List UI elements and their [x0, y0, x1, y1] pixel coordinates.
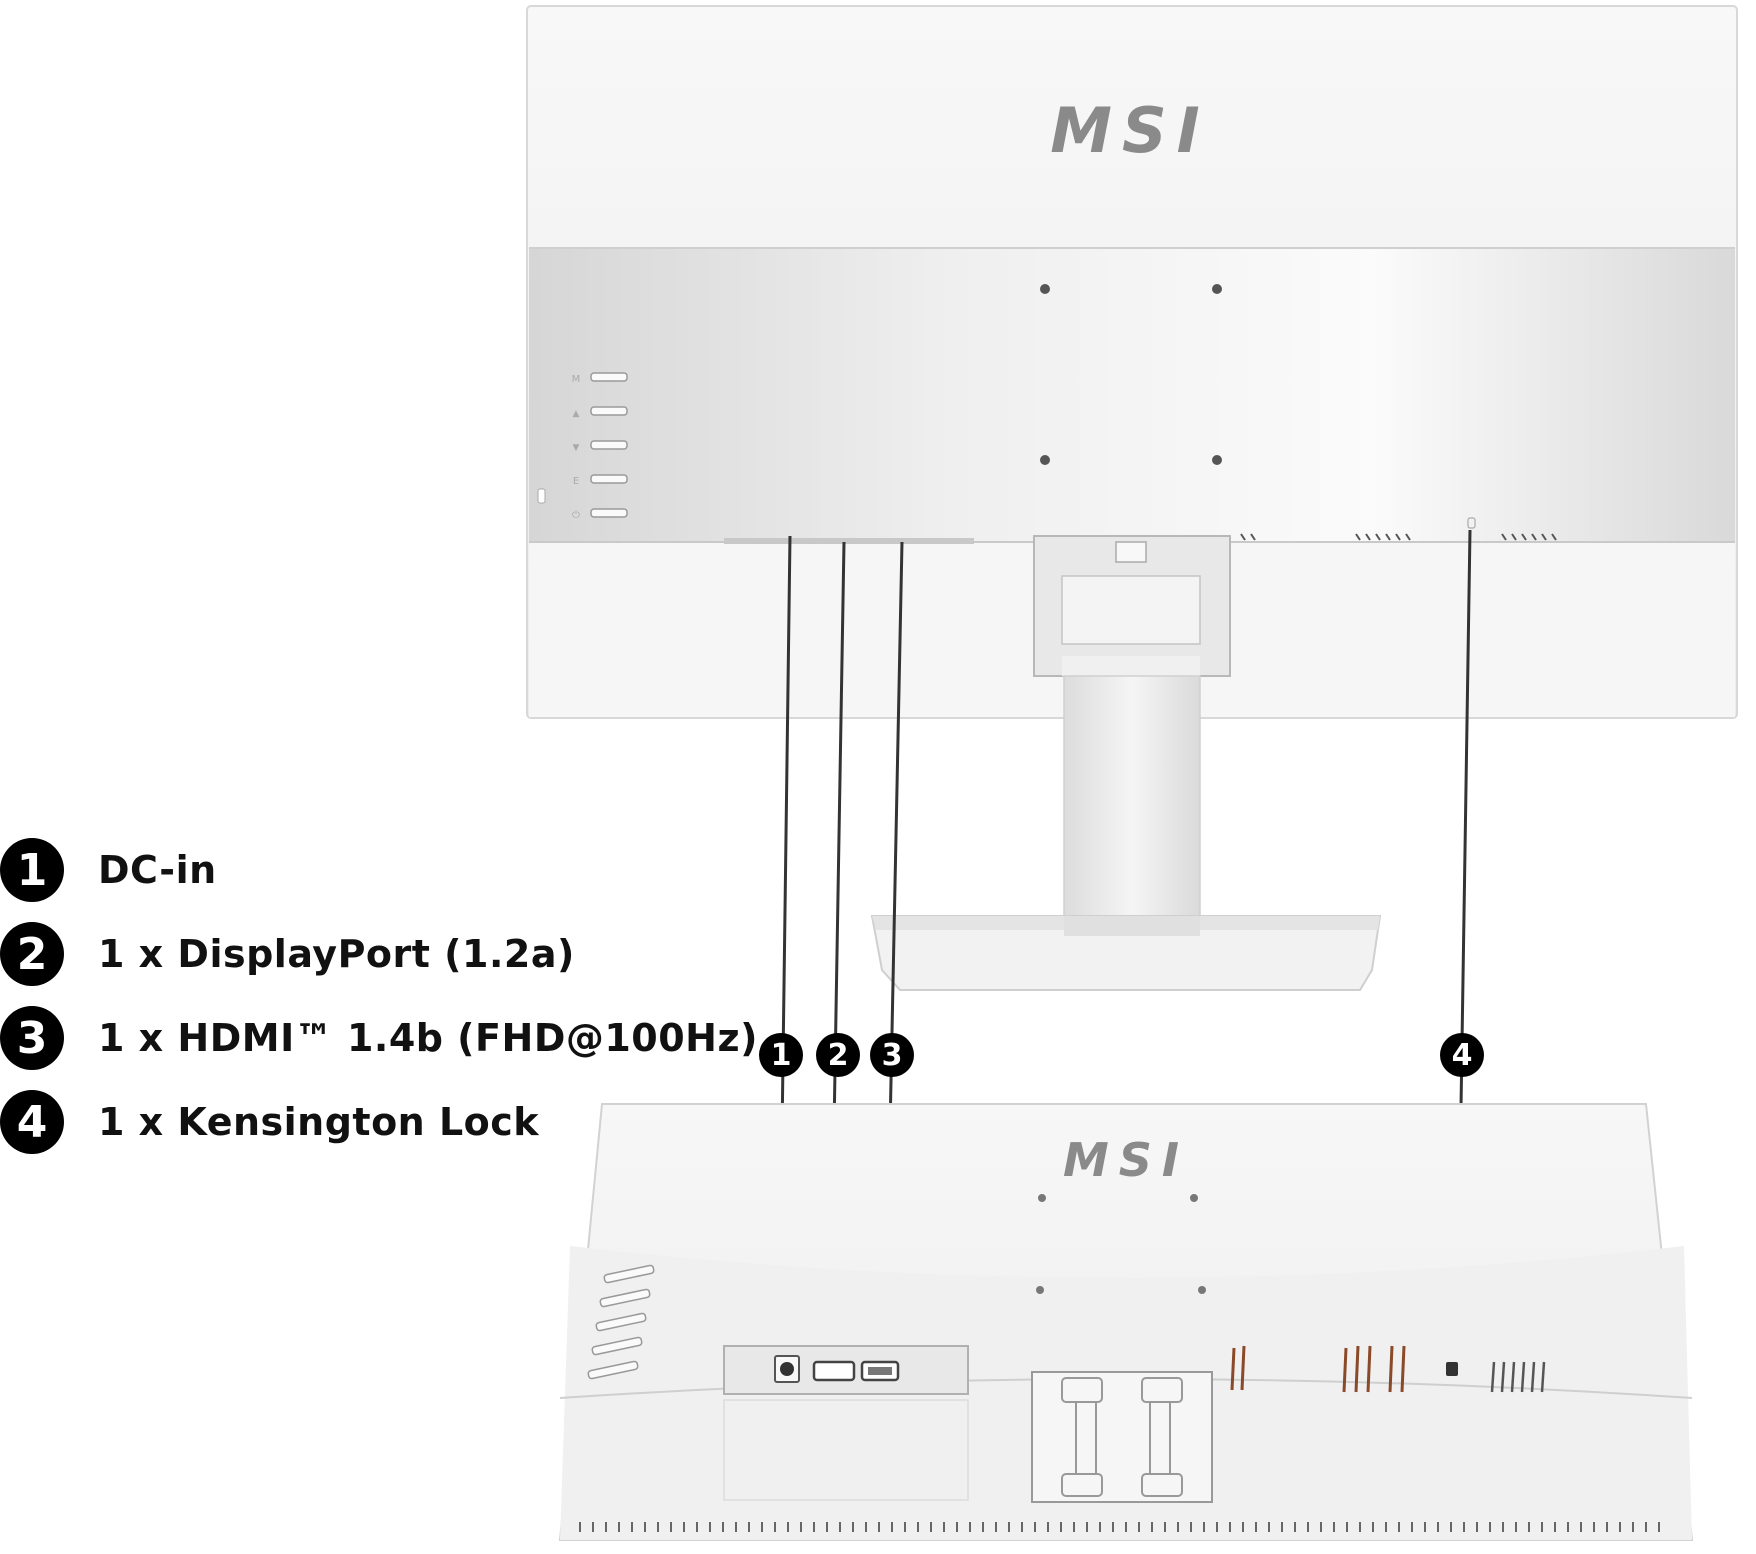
upright-monitor: MSI M ▲ ▼ E ⏻ [526, 5, 1738, 719]
port-panel [723, 1345, 969, 1501]
dc-in-hole [780, 1362, 794, 1376]
legend-badge: 2 [0, 922, 64, 986]
legend-badge: 4 [0, 1090, 64, 1154]
callout-2: 2 [816, 1033, 860, 1077]
osd-label: ⏻ [572, 510, 580, 521]
legend-label: 1 x HDMI™ 1.4b (FHD@100Hz) [98, 1016, 758, 1060]
legend-label: 1 x Kensington Lock [98, 1100, 540, 1144]
callout-number: 1 [770, 1037, 792, 1073]
callout-number: 4 [1451, 1037, 1473, 1073]
displayport-port [812, 1360, 856, 1382]
vesa-hole [1040, 455, 1050, 465]
osd-label: E [573, 476, 579, 487]
legend-item-hdmi: 3 1 x HDMI™ 1.4b (FHD@100Hz) [0, 1006, 758, 1070]
stand-mount [1031, 1371, 1213, 1503]
legend-label: 1 x DisplayPort (1.2a) [98, 932, 575, 976]
msi-logo-top: MSI [1050, 94, 1209, 167]
legend-item-displayport: 2 1 x DisplayPort (1.2a) [0, 922, 575, 986]
callout-1: 1 [759, 1033, 803, 1077]
vents-bottom [1230, 1345, 1406, 1393]
osd-label: ▼ [573, 443, 580, 453]
osd-label: M [572, 374, 581, 385]
legend-item-kensington-lock: 4 1 x Kensington Lock [0, 1090, 539, 1154]
legend-item-dc-in: 1 DC-in [0, 838, 217, 902]
osd-buttons: M ▲ ▼ E ⏻ [537, 372, 628, 521]
edge-slots [579, 1522, 1660, 1532]
monitor-mid-band [529, 248, 1735, 542]
legend-badge: 1 [0, 838, 64, 902]
vesa-hole [1212, 455, 1222, 465]
kensington-slot [1446, 1362, 1458, 1376]
callout-number: 2 [827, 1037, 849, 1073]
callout-3: 3 [870, 1033, 914, 1077]
callout-4: 4 [1440, 1033, 1484, 1077]
msi-logo-bottom: MSI [1063, 1133, 1189, 1187]
legend-label: DC-in [98, 848, 217, 892]
monitor-stand [870, 675, 1382, 991]
osd-label: ▲ [573, 409, 580, 419]
flat-monitor: MSI [558, 1103, 1694, 1541]
callout-number: 3 [881, 1037, 903, 1073]
vents-top [1240, 533, 1557, 541]
vesa-hole [1040, 284, 1050, 294]
legend-badge: 3 [0, 1006, 64, 1070]
vesa-hole [1212, 284, 1222, 294]
